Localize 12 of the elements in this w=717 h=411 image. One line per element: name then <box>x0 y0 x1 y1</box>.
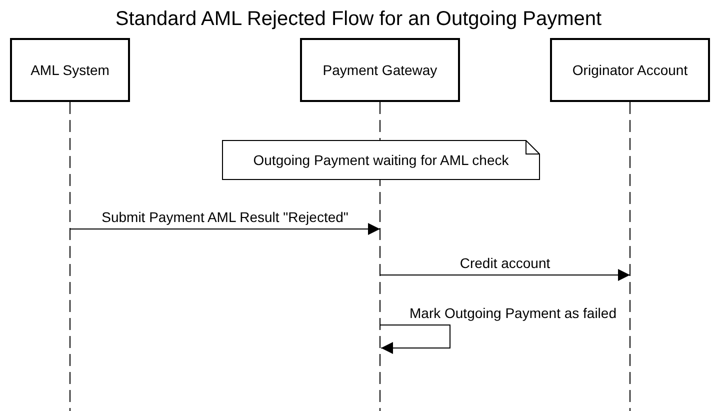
participant-box: Payment Gateway <box>300 38 460 102</box>
participant-box: Originator Account <box>550 38 710 102</box>
diagram-title: Standard AML Rejected Flow for an Outgoing Payment <box>114 8 603 31</box>
note-text: Outgoing Payment waiting for AML check <box>253 152 509 168</box>
message-label: Submit Payment AML Result "Rejected" <box>100 209 350 225</box>
message-label: Mark Outgoing Payment as failed <box>408 305 618 321</box>
self-message-arrow <box>380 324 450 354</box>
message-arrow <box>70 223 380 235</box>
note-box <box>222 140 540 180</box>
message-label: Credit account <box>458 255 552 271</box>
message-arrow <box>380 269 630 281</box>
participant-box: AML System <box>10 38 130 102</box>
